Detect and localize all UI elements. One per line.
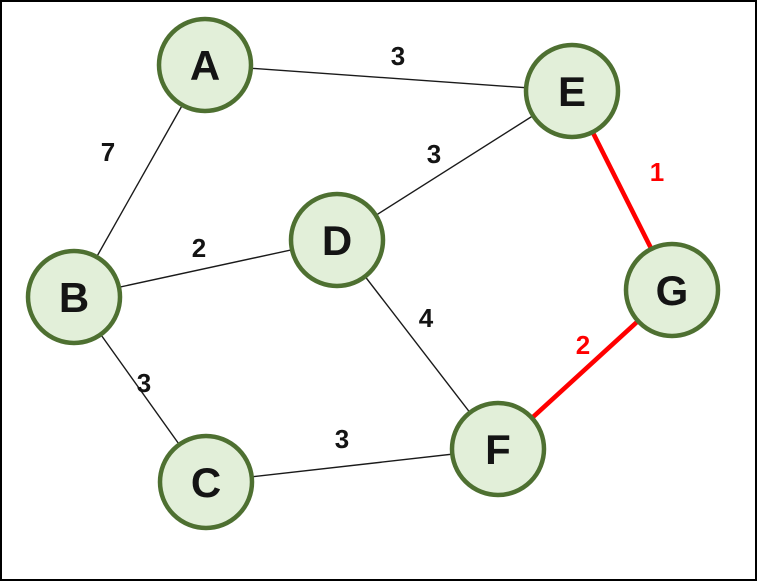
node-F-label: F [485, 426, 511, 473]
node-B-circle [25, 248, 123, 346]
edge-C-F [205, 448, 499, 483]
node-C: C [157, 433, 255, 531]
node-D-label: D [322, 217, 352, 264]
node-B: B [25, 248, 123, 346]
node-E-label: E [558, 68, 586, 115]
edge-C-F-weight-label: 3 [335, 424, 349, 454]
node-F-circle [449, 400, 547, 498]
node-A-label: A [190, 42, 220, 89]
node-C-circle [157, 433, 255, 531]
node-D: D [288, 191, 386, 289]
edge-A-E-weight-label: 3 [391, 41, 405, 71]
node-G: G [623, 241, 721, 339]
edge-F-G-weight-label: 2 [576, 330, 590, 360]
node-D-circle [288, 191, 386, 289]
edge-A-E [204, 64, 573, 92]
node-E: E [523, 42, 621, 140]
node-A: A [156, 16, 254, 114]
edge-B-D-weight-label: 2 [192, 233, 206, 263]
edge-D-E-weight-label: 3 [427, 139, 441, 169]
node-B-label: B [59, 274, 89, 321]
node-F: F [449, 400, 547, 498]
edge-A-B-weight-label: 7 [101, 137, 115, 167]
node-A-circle [156, 16, 254, 114]
node-G-circle [623, 241, 721, 339]
node-G-label: G [656, 267, 689, 314]
edge-B-C-weight-label: 3 [137, 368, 151, 398]
edge-D-F-weight-label: 4 [419, 303, 434, 333]
edge-E-G-weight-label: 1 [650, 157, 664, 187]
node-C-label: C [191, 459, 221, 506]
node-E-circle [523, 42, 621, 140]
